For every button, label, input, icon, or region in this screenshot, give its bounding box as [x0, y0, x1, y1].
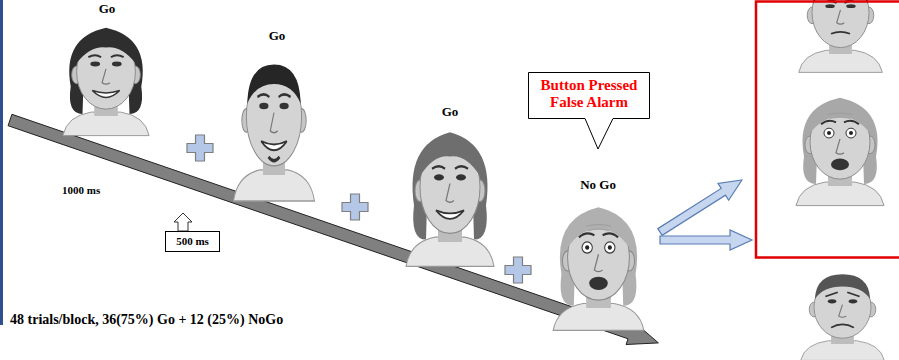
beard — [268, 157, 279, 161]
node-text: Button Pressed False Alarm — [533, 77, 645, 112]
sad-face — [801, 274, 885, 360]
hair — [815, 274, 870, 299]
outcome-arrow — [660, 230, 752, 250]
head — [553, 215, 644, 330]
trial-note: 48 trials/block, 36(75%) Go + 12 (25%) N… — [10, 312, 283, 327]
outcome-arrow — [655, 172, 748, 241]
condition-label: Go — [269, 29, 286, 43]
hair — [810, 102, 870, 133]
head — [801, 276, 885, 360]
head — [799, 0, 883, 72]
hair — [568, 212, 630, 248]
outcome-arrow — [655, 172, 748, 241]
fearful-face — [553, 207, 644, 330]
angry-face — [799, 0, 883, 72]
happy-face — [63, 28, 149, 136]
happy-face — [234, 65, 315, 202]
fixation-cross — [505, 257, 531, 283]
duration-label: 1000 ms — [62, 184, 100, 196]
condition-label: Go — [99, 2, 116, 16]
interval-box: 500 ms — [165, 231, 220, 252]
condition-label: Go — [99, 2, 116, 16]
expression — [821, 113, 859, 170]
hair — [247, 65, 300, 104]
expression — [579, 225, 618, 291]
condition-label: Go — [269, 29, 286, 43]
condition-label: Go — [442, 105, 459, 119]
expression — [432, 166, 468, 218]
trial-note: 48 trials/block, 36(75%) Go + 12 (25%) N… — [10, 312, 283, 327]
highlight-frame — [756, 2, 899, 258]
condition-label: Go — [442, 105, 459, 119]
frame-line — [0, 0, 3, 325]
expression — [88, 55, 123, 97]
time-arrow — [8, 114, 658, 344]
condition-label: No Go — [580, 178, 616, 192]
condition-label: No Go — [580, 178, 616, 192]
duration-label: 1000 ms — [62, 184, 100, 196]
happy-face — [406, 132, 494, 266]
pointer-arrow — [174, 213, 192, 231]
head — [234, 67, 315, 201]
expression — [822, 0, 858, 34]
head — [406, 141, 494, 267]
hair — [77, 32, 136, 63]
fixation-cross — [342, 194, 368, 220]
node-text: 500 ms — [176, 235, 209, 248]
head — [63, 35, 149, 136]
expression — [825, 292, 859, 327]
fearful-face — [796, 98, 884, 206]
head — [796, 105, 884, 206]
expression — [257, 94, 290, 150]
callout-box: Button Pressed False Alarm — [528, 72, 650, 119]
callout-outline — [529, 73, 650, 150]
hair — [420, 137, 480, 176]
fixation-cross — [187, 135, 213, 161]
